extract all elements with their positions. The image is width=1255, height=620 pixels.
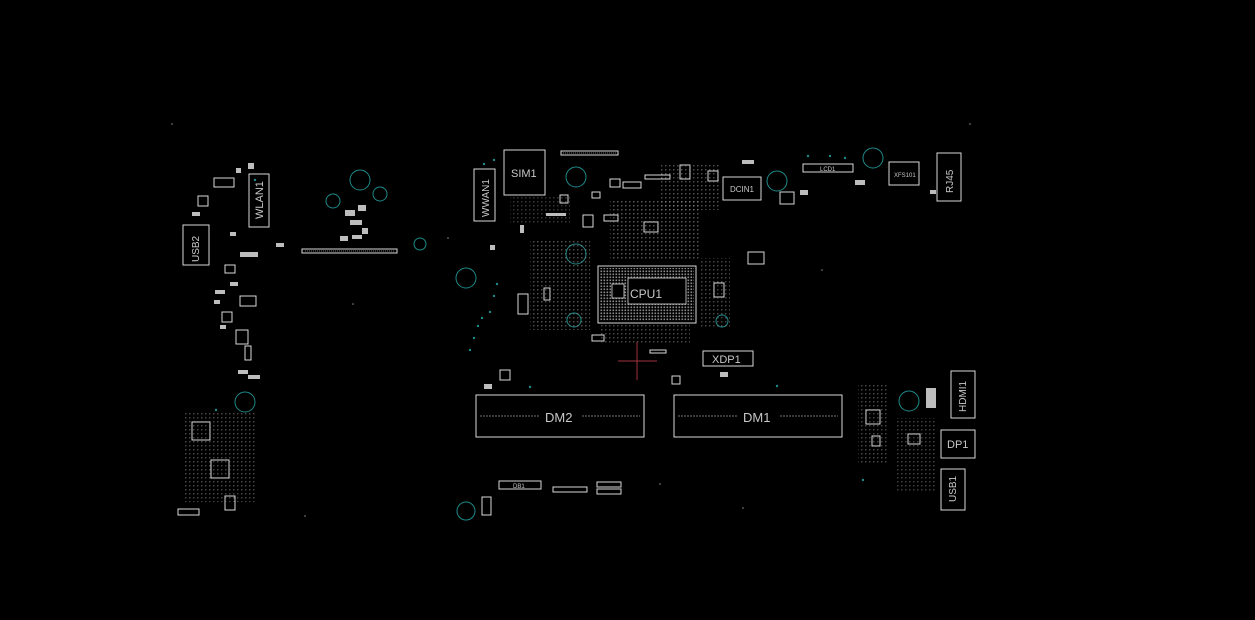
- svg-text:DP1: DP1: [947, 439, 968, 451]
- svg-text:CPU1: CPU1: [630, 287, 662, 301]
- right-upper-parts: [742, 160, 936, 205]
- svg-text:DB1: DB1: [513, 484, 525, 490]
- dimm-slot-2[interactable]: DM2: [475, 394, 645, 438]
- svg-text:XDP1: XDP1: [712, 354, 741, 366]
- dcin-connector[interactable]: DCIN1: [722, 176, 762, 201]
- hdmi-port[interactable]: HDMI1: [950, 370, 976, 419]
- db-connector[interactable]: DB1: [498, 480, 542, 490]
- xdp-connector[interactable]: XDP1: [702, 350, 754, 367]
- svg-text:WLAN1: WLAN1: [254, 181, 266, 219]
- svg-text:USB1: USB1: [948, 475, 959, 502]
- svg-text:WWAN1: WWAN1: [481, 179, 492, 217]
- dimm-slot-1[interactable]: DM1: [673, 394, 843, 438]
- left-upper-parts: [192, 163, 284, 379]
- wlan-connector[interactable]: WLAN1: [248, 173, 270, 228]
- svg-text:XFS101: XFS101: [894, 173, 916, 179]
- svg-text:DM1: DM1: [743, 410, 770, 425]
- usb2-port[interactable]: USB2: [182, 224, 210, 266]
- lower-right-cluster: [858, 385, 936, 493]
- svg-text:USB2: USB2: [191, 235, 202, 262]
- cpu-socket[interactable]: CPU1: [597, 265, 697, 324]
- displayport[interactable]: DP1: [940, 429, 976, 459]
- rj45-port[interactable]: RJ45: [936, 152, 962, 202]
- xfs-chip[interactable]: XFS101: [888, 161, 920, 186]
- fiducials: [171, 123, 971, 517]
- svg-text:LCD1: LCD1: [820, 167, 836, 173]
- test-points: [214, 154, 865, 482]
- svg-text:DM2: DM2: [545, 410, 572, 425]
- svg-text:DCIN1: DCIN1: [730, 185, 755, 194]
- svg-text:SIM1: SIM1: [511, 168, 537, 180]
- svg-text:RJ45: RJ45: [945, 169, 956, 193]
- ribbon-connector-left: [301, 248, 398, 254]
- cluster-near-hole: [340, 205, 368, 241]
- usb1-port[interactable]: USB1: [940, 468, 966, 511]
- cpu-support-components: [484, 164, 765, 389]
- crosshair-icon: [618, 342, 657, 380]
- lcd-connector[interactable]: LCD1: [802, 163, 854, 173]
- bottom-small-parts: [177, 481, 622, 516]
- lower-left-cluster: [185, 412, 255, 502]
- wwan-connector[interactable]: WWAN1: [473, 168, 496, 222]
- top-fpc-connector: [560, 150, 619, 156]
- svg-text:HDMI1: HDMI1: [958, 380, 969, 412]
